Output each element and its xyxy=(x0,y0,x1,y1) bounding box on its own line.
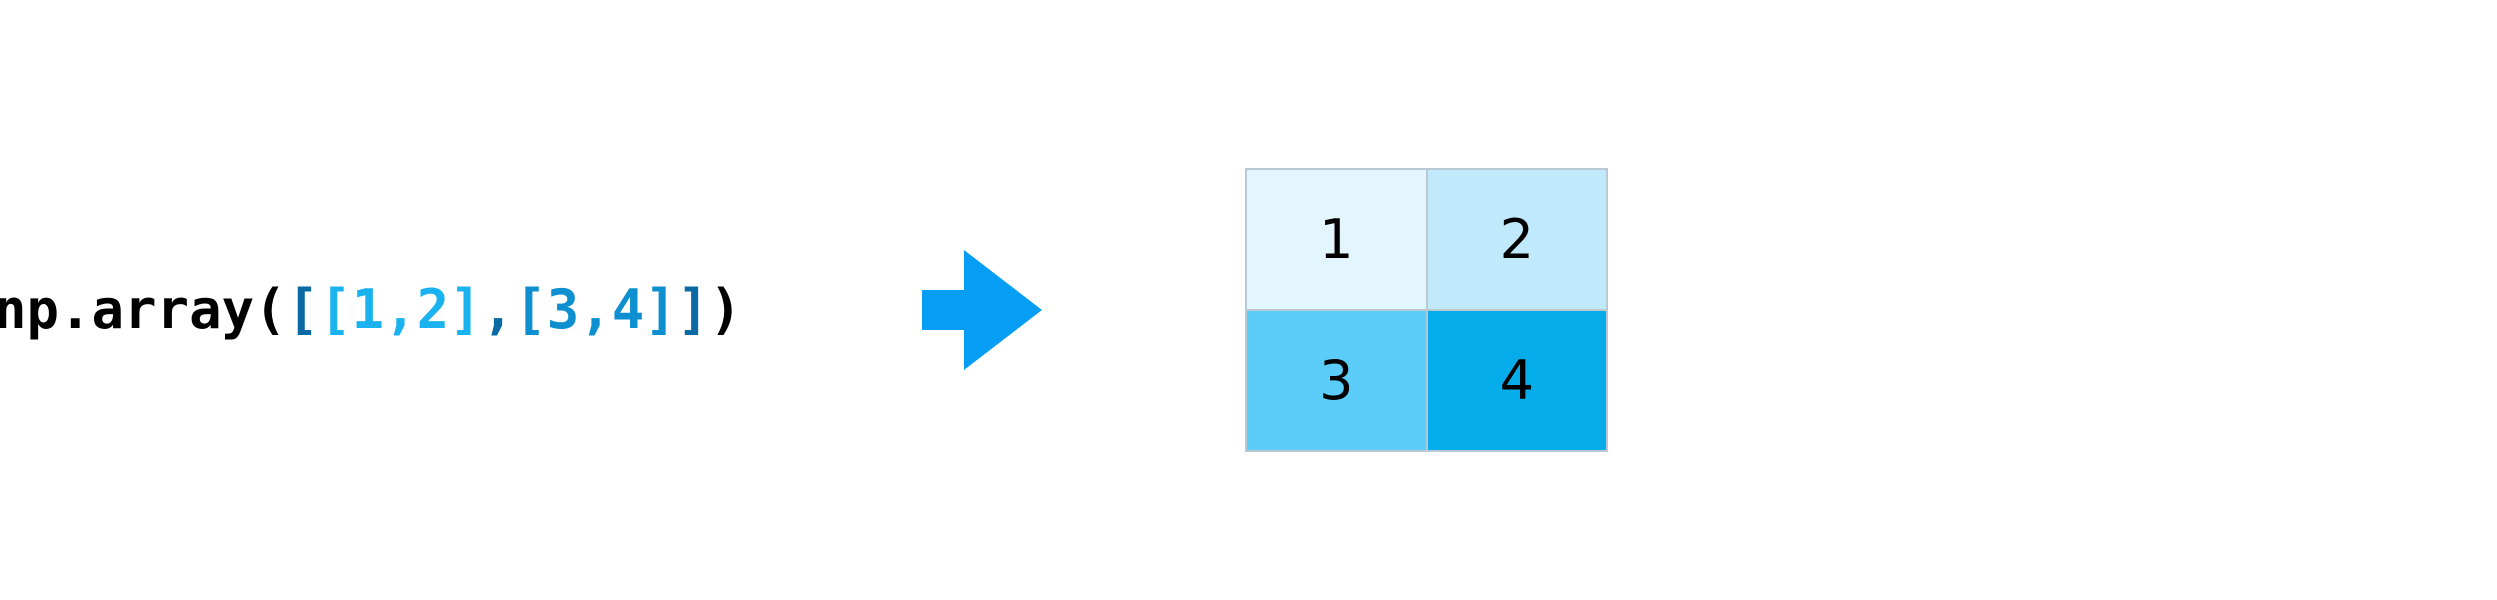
matrix-cell-1-0: 3 xyxy=(1246,310,1427,451)
code-prefix: np.array( xyxy=(0,278,287,341)
matrix-grid: 1 2 3 4 xyxy=(1245,168,1608,452)
matrix-cell-0-0: 1 xyxy=(1246,169,1427,310)
row-1-literal: [1,2] xyxy=(319,278,482,341)
matrix-cell-1-1: 4 xyxy=(1426,310,1607,451)
arrow-shape xyxy=(922,250,1042,370)
right-arrow-icon xyxy=(922,250,1042,370)
numpy-array-code: np.array([[1,2],[3,4]]) xyxy=(0,280,742,340)
outer-close-bracket: ] xyxy=(676,278,710,341)
row-2-literal: [3,4] xyxy=(514,278,677,341)
close-paren: ) xyxy=(709,278,742,341)
row-separator-comma: , xyxy=(481,278,515,341)
outer-open-bracket: [ xyxy=(286,278,320,341)
matrix-cell-0-1: 2 xyxy=(1426,169,1607,310)
